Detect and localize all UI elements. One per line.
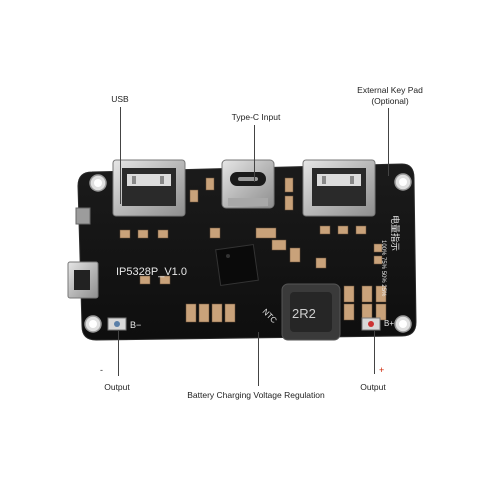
silkscreen-b-plus: B+	[384, 319, 394, 328]
usb-a-port-right	[302, 159, 376, 217]
callout-optional: (Optional)	[371, 96, 409, 106]
smd-components	[119, 177, 387, 323]
silkscreen-indicator-cn: 电量指示	[389, 215, 401, 251]
leader-type-c	[254, 125, 255, 182]
leader-key-pad	[388, 108, 389, 176]
side-switch	[75, 207, 91, 225]
ip5328p-chip	[215, 243, 259, 287]
micro-usb-port	[67, 261, 99, 299]
type-c-port	[221, 159, 275, 209]
callout-type-c-input: Type-C Input	[231, 112, 281, 122]
silkscreen-inductor-value: 2R2	[292, 306, 316, 321]
inductor-2r2	[281, 283, 341, 341]
callout-external-key-pad: External Key Pad	[357, 85, 423, 95]
plus-sign: +	[379, 365, 385, 375]
silkscreen-b-minus: B−	[130, 320, 141, 330]
callout-usb: USB	[111, 94, 129, 104]
callout-output-left: Output	[104, 382, 130, 392]
leader-usb	[120, 107, 121, 204]
callout-battery-charging-voltage-regulation: Battery Charging Voltage Regulation	[187, 390, 325, 400]
callout-output-right: Output	[360, 382, 386, 392]
minus-sign: -	[100, 365, 103, 375]
silkscreen-percent-scale: 100% 75% 50% 25%	[380, 240, 386, 297]
battery-pads	[107, 317, 381, 331]
leader-battery	[258, 332, 259, 386]
silkscreen-chip-name: IP5328P_V1.0	[116, 266, 187, 278]
leader-output-left	[118, 330, 119, 376]
usb-a-port-left	[112, 159, 186, 217]
leader-output-right	[374, 330, 375, 374]
mounting-holes	[84, 173, 412, 333]
